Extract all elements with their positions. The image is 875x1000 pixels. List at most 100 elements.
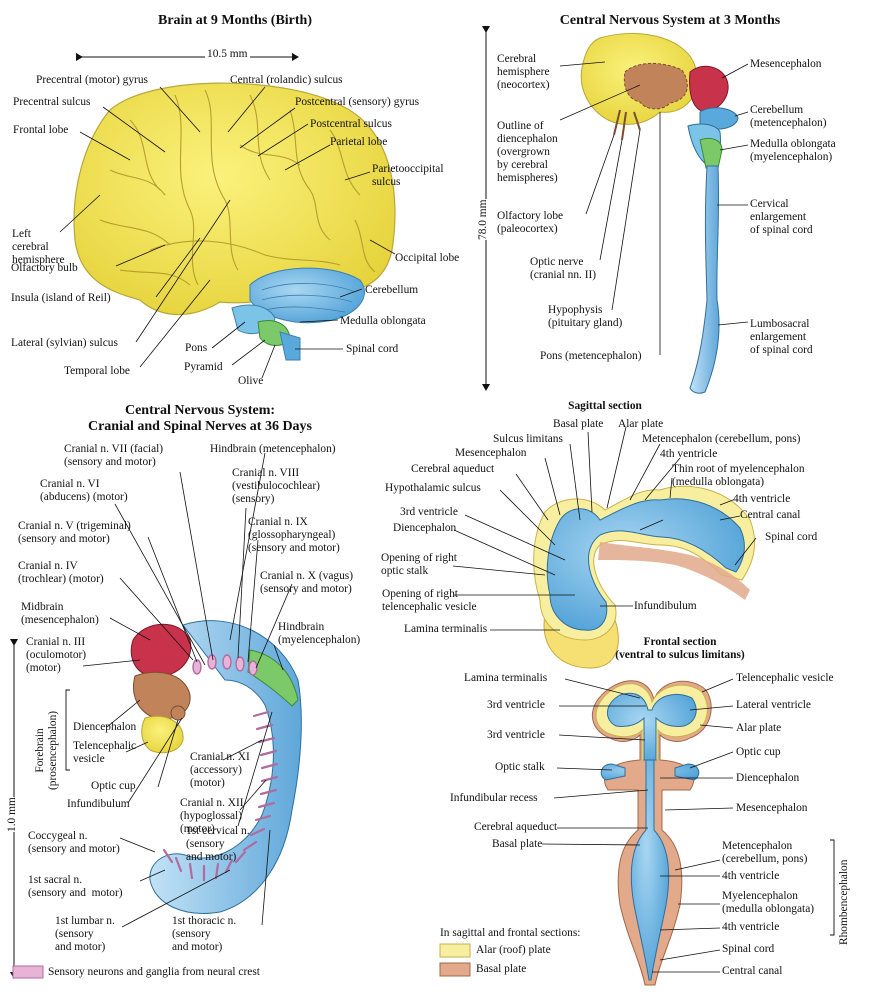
label-precentral-gyrus: Precentral (motor) gyrus bbox=[36, 74, 148, 86]
label-outline-diencephalon: Outline of diencephalon (overgrown by ce… bbox=[497, 120, 558, 184]
label-sag-4th-ventricle: 4th ventricle bbox=[733, 493, 791, 505]
label-cn4: Cranial n. IV (trochlear) (motor) bbox=[18, 560, 104, 585]
label-forebrain: Forebrain (prosencephalon) bbox=[34, 710, 59, 790]
label-sag-central-canal: Central canal bbox=[740, 509, 801, 521]
title-cns-36-days: Central Nervous System: Cranial and Spin… bbox=[87, 403, 313, 434]
label-cn9: Cranial n. IX (glossopharyngeal) (sensor… bbox=[248, 516, 340, 554]
label-cerebral-hemisphere: Cerebral hemisphere (neocortex) bbox=[497, 53, 550, 91]
sagittal-lumen bbox=[546, 498, 745, 631]
olfactory-optic-stalks bbox=[613, 109, 641, 141]
mesencephalon-shape bbox=[689, 65, 729, 113]
label-fr-basal-plate: Basal plate bbox=[492, 838, 543, 850]
frontal-optic-cups bbox=[600, 763, 700, 781]
forebrain-brace bbox=[65, 689, 70, 771]
label-sag-cerebral-aqueduct: Cerebral aqueduct bbox=[411, 463, 495, 475]
label-cn3: Cranial n. III (oculomotor) (motor) bbox=[26, 636, 87, 674]
label-optic-cup-36: Optic cup bbox=[91, 780, 136, 792]
legend-swatch-alar bbox=[439, 943, 471, 958]
brain-9-months bbox=[59, 53, 396, 379]
label-cn8: Cranial n. VIII (vestibulocochlear) (sen… bbox=[232, 467, 320, 505]
spinal-cord-3m bbox=[689, 165, 720, 394]
label-optic-nerve: Optic nerve (cranial nn. II) bbox=[530, 256, 597, 281]
measure-78mm: 78.0 mm bbox=[477, 199, 489, 240]
title-frontal: Frontal section (ventral to sulcus limit… bbox=[615, 636, 745, 661]
legend-swatch-basal bbox=[439, 962, 471, 977]
label-fr-alar-plate: Alar plate bbox=[736, 722, 782, 734]
measure-10-5mm: 10.5 mm bbox=[205, 48, 250, 61]
myelencephalon-36 bbox=[247, 649, 299, 707]
label-central-sulcus: Central (rolandic) sulcus bbox=[230, 74, 343, 86]
measure-1mm: 1.0 mm bbox=[6, 797, 18, 832]
legend-basal: Basal plate bbox=[476, 963, 527, 975]
label-pons: Pons bbox=[185, 342, 208, 354]
legend-alar: Alar (roof) plate bbox=[476, 944, 551, 956]
label-fr-mesencephalon: Mesencephalon bbox=[736, 802, 808, 814]
label-pons-3m: Pons (metencephalon) bbox=[540, 350, 642, 362]
label-fr-telencephalic: Telencephalic vesicle bbox=[736, 672, 834, 684]
label-sag-spinal-cord: Spinal cord bbox=[765, 531, 818, 543]
label-fr-infundibular-recess: Infundibular recess bbox=[450, 792, 538, 804]
label-sag-3rd-ventricle: 3rd ventricle bbox=[400, 506, 458, 518]
label-rhombencephalon: Rhombencephalon bbox=[838, 859, 850, 945]
label-infundibulum-36: Infundibulum bbox=[67, 798, 130, 810]
label-frontal-lobe: Frontal lobe bbox=[13, 124, 69, 136]
legend-title: In sagittal and frontal sections: bbox=[440, 927, 581, 939]
midbrain-36 bbox=[130, 623, 192, 678]
label-hindbrain-met: Hindbrain (metencephalon) bbox=[210, 443, 336, 455]
label-temporal-lobe: Temporal lobe bbox=[64, 365, 130, 377]
label-sag-diencephalon: Diencephalon bbox=[393, 522, 457, 534]
label-fr-metencephalon: Metencephalon (cerebellum, pons) bbox=[722, 840, 808, 865]
label-medulla-3m: Medulla oblongata (myelencephalon) bbox=[750, 138, 836, 163]
cns-36-days bbox=[10, 452, 302, 979]
label-fr-3rd-ventricle-a: 3rd ventricle bbox=[487, 699, 545, 711]
label-lumbosacral-enlargement: Lumbosacral enlargement of spinal cord bbox=[750, 318, 813, 356]
frontal-ventricles bbox=[607, 692, 697, 761]
label-fr-diencephalon: Diencephalon bbox=[736, 772, 800, 784]
label-cn5: Cranial n. V (trigeminal) (sensory and m… bbox=[18, 520, 131, 545]
label-sag-alar-plate: Alar plate bbox=[618, 418, 664, 430]
label-sag-infundibulum: Infundibulum bbox=[634, 600, 697, 612]
label-cn7: Cranial n. VII (facial) (sensory and mot… bbox=[64, 443, 164, 468]
label-fr-4th-ventricle-a: 4th ventricle bbox=[722, 870, 780, 882]
label-cerebellum-3m: Cerebellum (metencephalon) bbox=[750, 104, 827, 129]
telencephalic-36 bbox=[141, 715, 184, 754]
sagittal-section bbox=[452, 426, 757, 669]
label-hindbrain-myel: Hindbrain (myelencephalon) bbox=[278, 621, 361, 646]
label-fr-lamina: Lamina terminalis bbox=[464, 672, 548, 684]
label-olive: Olive bbox=[238, 375, 264, 387]
label-cn6: Cranial n. VI (abducens) (motor) bbox=[40, 478, 128, 503]
label-pyramid: Pyramid bbox=[184, 361, 223, 373]
optic-cup-36 bbox=[170, 705, 186, 721]
title-cns-3-months: Central Nervous System at 3 Months bbox=[559, 13, 781, 28]
medulla-3m bbox=[699, 137, 723, 169]
label-sag-thin-root: Thin root of myelencephalon (medulla obl… bbox=[672, 463, 805, 488]
sagittal-basal bbox=[598, 542, 750, 600]
label-parietal-lobe: Parietal lobe bbox=[330, 136, 388, 148]
label-fr-optic-stalk: Optic stalk bbox=[495, 761, 545, 773]
label-precentral-sulcus: Precentral sulcus bbox=[13, 96, 91, 108]
label-mesencephalon-3m: Mesencephalon bbox=[750, 58, 822, 70]
label-fr-myelencephalon: Myelencephalon (medulla oblongata) bbox=[722, 890, 815, 915]
label-left-hemisphere: Left cerebral hemisphere bbox=[12, 228, 65, 266]
label-sag-4th-ventricle-top: 4th ventricle bbox=[660, 448, 718, 460]
label-cn12: Cranial n. XII (hypoglossal) (motor) bbox=[180, 797, 244, 835]
label-sag-opening-tel: Opening of right telencephalic vesicle bbox=[382, 588, 477, 613]
label-sag-opening-optic: Opening of right optic stalk bbox=[381, 552, 457, 577]
label-cn10: Cranial n. X (vagus) (sensory and motor) bbox=[260, 570, 353, 595]
label-sacral1: 1st sacral n. (sensory and motor) bbox=[28, 874, 123, 899]
label-diencephalon-36: Diencephalon bbox=[73, 721, 137, 733]
label-telencephalic-36: Telencephalic vesicle bbox=[73, 740, 137, 765]
label-sag-metencephalon: Metencephalon (cerebellum, pons) bbox=[642, 433, 801, 445]
label-cerebellum: Cerebellum bbox=[365, 284, 419, 296]
label-fr-3rd-ventricle-b: 3rd ventricle bbox=[487, 729, 545, 741]
diencephalon-outline bbox=[623, 63, 688, 110]
label-sag-basal-plate: Basal plate bbox=[553, 418, 604, 430]
legend-swatch-crest bbox=[12, 965, 44, 979]
label-lumbar1: 1st lumbar n. (sensory and motor) bbox=[55, 915, 115, 953]
legend-neural-crest: Sensory neurons and ganglia from neural … bbox=[48, 966, 260, 978]
label-sag-mesencephalon: Mesencephalon bbox=[455, 447, 527, 459]
label-olfactory-lobe: Olfactory lobe (paleocortex) bbox=[497, 210, 564, 235]
label-fr-4th-ventricle-b: 4th ventricle bbox=[722, 921, 780, 933]
label-fr-cerebral-aqueduct: Cerebral aqueduct bbox=[474, 821, 558, 833]
